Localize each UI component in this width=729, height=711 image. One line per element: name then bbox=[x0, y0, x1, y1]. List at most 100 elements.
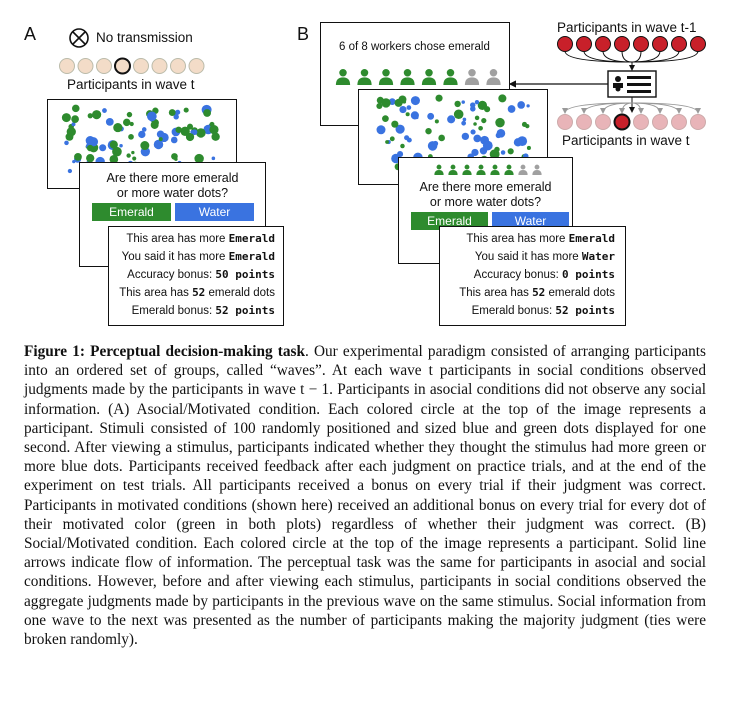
stimulus-dot bbox=[87, 113, 93, 119]
stimulus-dot bbox=[196, 128, 206, 138]
participant-circle bbox=[59, 58, 75, 74]
stimulus-dot bbox=[180, 126, 190, 137]
stimulus-dot bbox=[382, 115, 389, 123]
person-icon bbox=[490, 164, 500, 175]
stimulus-dot bbox=[187, 123, 194, 130]
person-icon bbox=[357, 69, 372, 85]
social-info-text: 6 of 8 workers chose emerald bbox=[339, 41, 490, 53]
list-bar bbox=[627, 83, 651, 86]
feedback-card-a: This area has more Emerald You said it h… bbox=[108, 226, 284, 326]
person-glyph bbox=[613, 83, 623, 88]
stimulus-dot bbox=[406, 137, 412, 143]
feedback-card-b: This area has more Emerald You said it h… bbox=[439, 226, 626, 326]
stimulus-dot bbox=[438, 134, 445, 142]
stimulus-dot bbox=[453, 109, 464, 120]
stimulus-dot bbox=[61, 113, 71, 123]
list-bar bbox=[627, 90, 651, 93]
info-flow-arrow bbox=[631, 102, 644, 114]
stimulus-dot bbox=[105, 117, 114, 126]
stimulus-dot bbox=[190, 130, 194, 134]
person-icon bbox=[486, 69, 501, 85]
participants-wave-a-label: Participants in wave t bbox=[67, 77, 195, 92]
participant-circle bbox=[652, 36, 668, 52]
stimulus-dot bbox=[461, 132, 470, 141]
stimulus-dot bbox=[400, 143, 405, 149]
stimulus-dot bbox=[99, 144, 107, 152]
info-flow-arrow bbox=[619, 102, 633, 114]
list-bar bbox=[627, 76, 651, 79]
stimulus-dot bbox=[406, 105, 412, 110]
stimulus-dot bbox=[203, 109, 212, 117]
stimulus-dot bbox=[470, 129, 476, 135]
stimulus-dot bbox=[140, 141, 150, 151]
participant-circle bbox=[576, 36, 592, 52]
stimulus-dot bbox=[391, 120, 399, 128]
stimulus-dot bbox=[471, 148, 479, 157]
stimulus-dot bbox=[86, 154, 95, 163]
stimulus-dot bbox=[129, 121, 134, 127]
stimulus-dot bbox=[526, 104, 530, 108]
stimulus-dot bbox=[174, 157, 178, 161]
stimulus-dot bbox=[175, 109, 181, 115]
person-icon bbox=[518, 164, 528, 175]
stimulus-dot bbox=[478, 125, 483, 131]
stimulus-dot bbox=[447, 115, 456, 124]
stimulus-dot bbox=[399, 105, 407, 114]
wave-prev-label: Participants in wave t-1 bbox=[557, 20, 697, 35]
stimulus-dot bbox=[175, 126, 182, 133]
feedback-line: This area has more Emerald bbox=[466, 232, 615, 245]
stimulus-dot bbox=[209, 121, 215, 127]
stimulus-dot bbox=[473, 134, 482, 143]
wave-transmission-diagram bbox=[508, 36, 706, 131]
participant-circle bbox=[188, 58, 205, 74]
person-icon bbox=[434, 164, 444, 175]
stimulus-dot bbox=[405, 112, 410, 117]
stimulus-dot bbox=[85, 135, 95, 146]
water-button[interactable]: Water bbox=[492, 212, 569, 230]
stimulus-dot bbox=[474, 99, 480, 105]
question-line-1: Are there more emerald bbox=[106, 171, 239, 185]
stimulus-dot bbox=[170, 136, 178, 144]
water-button[interactable]: Water bbox=[175, 203, 254, 221]
stimulus-dot bbox=[461, 120, 467, 126]
stimulus-dot bbox=[482, 140, 493, 151]
stimulus-dot bbox=[173, 114, 179, 120]
participant-circle bbox=[613, 113, 631, 131]
stimulus-dot bbox=[194, 153, 204, 164]
wave-curr-label: Participants in wave t bbox=[562, 133, 690, 148]
transmission-line bbox=[621, 50, 633, 63]
stimulus-dot bbox=[481, 117, 487, 124]
participant-circle bbox=[633, 114, 649, 130]
stimulus-dot bbox=[141, 127, 147, 132]
participant-circle bbox=[595, 36, 611, 52]
participant-circle bbox=[557, 36, 573, 52]
stimulus-dot bbox=[112, 146, 122, 157]
worker-choice-icons bbox=[335, 69, 501, 85]
participant-circle bbox=[96, 58, 112, 74]
stimulus-dot bbox=[67, 168, 73, 174]
person-icon bbox=[378, 69, 394, 85]
person-icon bbox=[462, 164, 472, 175]
stimulus-dot bbox=[138, 130, 146, 139]
figure-caption: Figure 1: Perceptual decision-making tas… bbox=[24, 342, 706, 649]
emerald-button[interactable]: Emerald bbox=[92, 203, 171, 221]
participant-circle bbox=[576, 114, 592, 130]
person-icon bbox=[464, 69, 480, 85]
stimulus-dot bbox=[113, 122, 123, 133]
stimulus-dot bbox=[132, 156, 137, 161]
emerald-button[interactable]: Emerald bbox=[411, 212, 488, 230]
stimulus-dot bbox=[517, 101, 525, 109]
stimulus-dot bbox=[376, 102, 383, 110]
stimulus-dot bbox=[109, 140, 118, 149]
stimulus-dot bbox=[119, 143, 123, 148]
participant-circle bbox=[114, 57, 131, 75]
info-flow-arrow bbox=[631, 102, 663, 114]
participant-circle bbox=[151, 58, 168, 74]
stimulus-dot bbox=[66, 127, 76, 137]
stimulus-dot bbox=[425, 127, 432, 135]
stimulus-dot bbox=[211, 156, 216, 161]
feedback-line: Emerald bonus: 52 points bbox=[131, 304, 275, 317]
stimulus-dot bbox=[498, 94, 507, 103]
stimulus-dot bbox=[158, 137, 163, 142]
stimulus-dot bbox=[126, 111, 133, 118]
